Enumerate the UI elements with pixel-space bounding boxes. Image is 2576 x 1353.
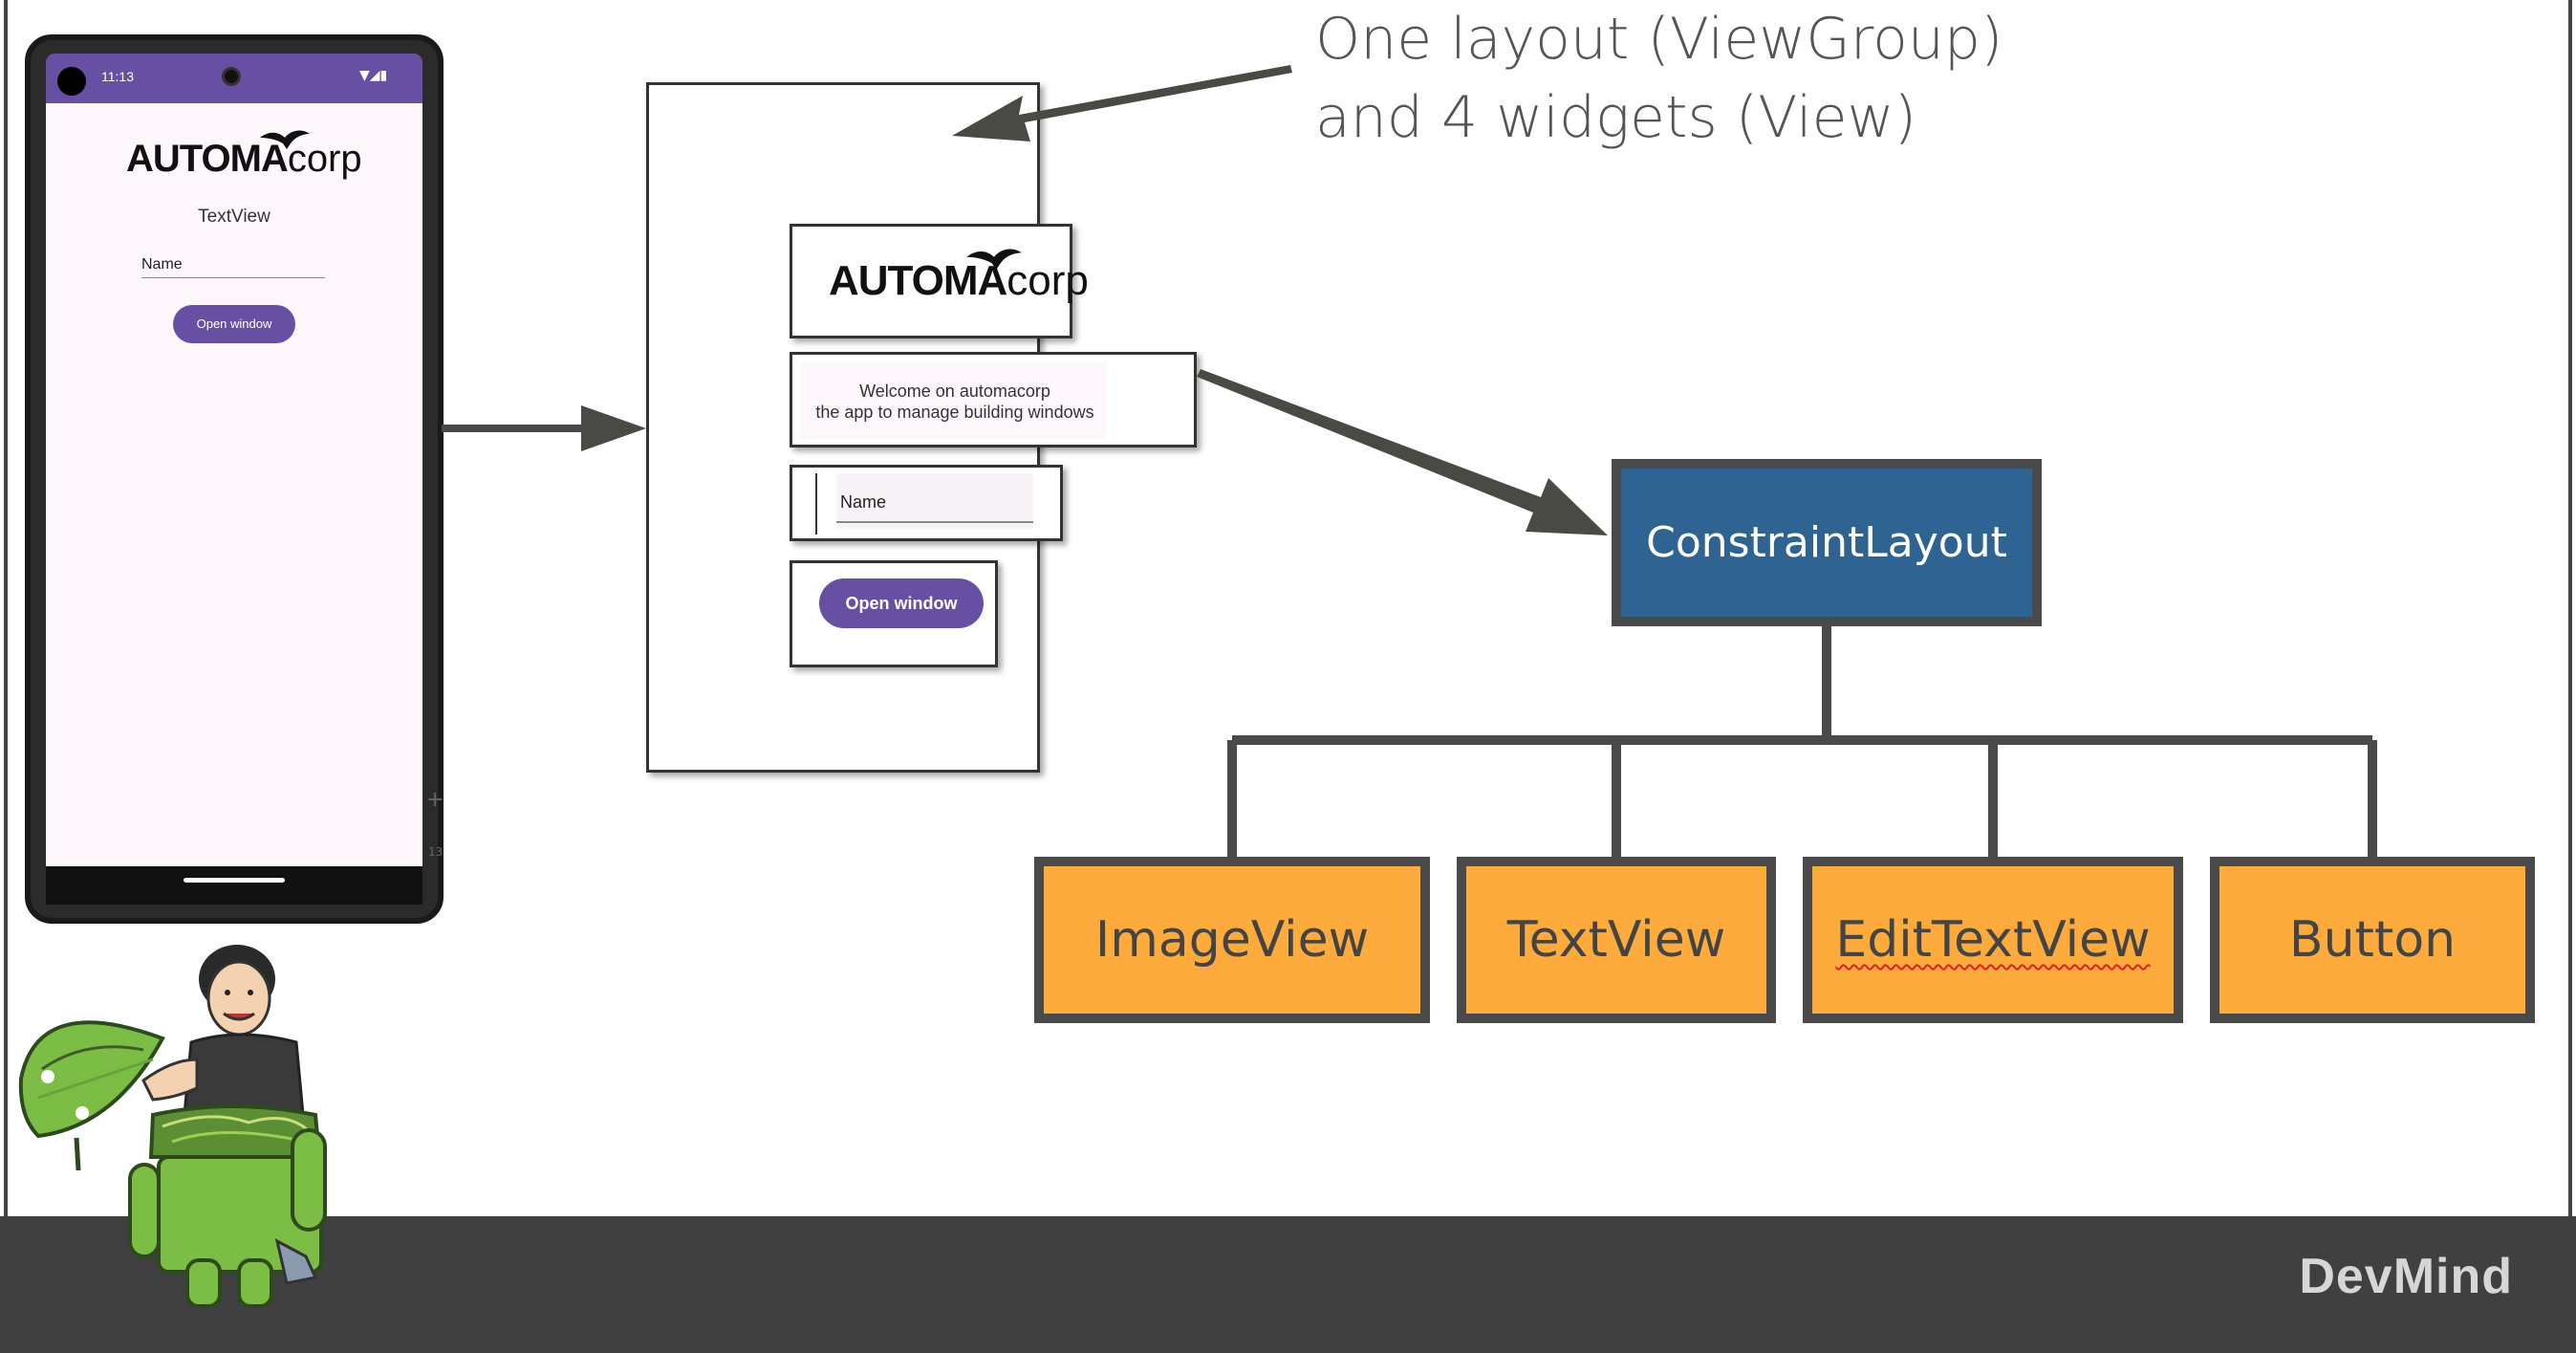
- textview-node: TextView: [1457, 857, 1776, 1023]
- camera-icon: [222, 67, 241, 86]
- slide-frame: [4, 0, 2572, 1353]
- title-to-layout-arrow: [952, 65, 1292, 142]
- welcome-line-2: the app to manage building windows: [815, 403, 1094, 422]
- edittextview-label: EditTextView: [1835, 911, 2151, 969]
- button-widget: Open window: [790, 560, 998, 667]
- textview-to-tree-arrow: [1197, 369, 1608, 535]
- camera-punch-hole: [57, 67, 86, 96]
- imageview-label: ImageView: [1094, 911, 1370, 969]
- widget-open-window-button[interactable]: Open window: [819, 578, 984, 628]
- bird-icon: [260, 130, 310, 149]
- widget-logo-light: corp: [1007, 257, 1089, 304]
- side-number: 13: [428, 845, 444, 859]
- edittext-widget: Name: [790, 465, 1063, 541]
- name-input[interactable]: Name: [141, 256, 325, 278]
- widget-logo: AUTOMAcorp: [829, 257, 1089, 305]
- footer-bar: [0, 1216, 2576, 1353]
- imageview-node: ImageView: [1034, 857, 1430, 1023]
- open-window-button[interactable]: Open window: [173, 305, 295, 343]
- constraintlayout-node: ConstraintLayout: [1612, 459, 2042, 626]
- status-bar: 11:13 ▼◢▮: [46, 54, 422, 103]
- logo-light-text: corp: [287, 138, 362, 180]
- devmind-brand-logo: DevMind: [2299, 1249, 2513, 1304]
- button-node-label: Button: [2288, 911, 2457, 969]
- title-line-2: and 4 widgets (View): [1315, 84, 1917, 151]
- app-logo: AUTOMAcorp: [126, 138, 362, 181]
- phone-navigation-bar: [46, 866, 422, 905]
- phone-to-layout-arrow: [442, 405, 646, 451]
- text-cursor: [815, 473, 817, 535]
- widget-logo-strong: AUTOMA: [829, 257, 1007, 304]
- status-icons: ▼◢▮: [359, 68, 388, 83]
- edittext-underline: [836, 521, 1033, 523]
- textview-widget: Welcome on automacorp the app to manage …: [790, 352, 1197, 447]
- button-node: Button: [2210, 857, 2535, 1023]
- side-plus-icon: +: [426, 788, 444, 812]
- edittext-hint: Name: [840, 492, 887, 512]
- textview-label: TextView: [198, 207, 271, 227]
- status-time: 11:13: [101, 69, 134, 84]
- home-gesture-pill[interactable]: [184, 878, 285, 883]
- slide-title: One layout (ViewGroup) and 4 widgets (Vi…: [1315, 0, 2002, 157]
- welcome-line-1: Welcome on automacorp: [859, 382, 1050, 401]
- imageview-widget: AUTOMAcorp: [790, 224, 1089, 338]
- constraintlayout-label: ConstraintLayout: [1646, 518, 2007, 567]
- widget-bird-icon: [966, 249, 1022, 271]
- title-line-1: One layout (ViewGroup): [1315, 6, 2003, 73]
- logo-strong-text: AUTOMA: [126, 138, 289, 180]
- phone-screen: 11:13 ▼◢▮ AUTOMAcorp TextView Name Open …: [46, 54, 422, 866]
- edittextview-node: EditTextView: [1803, 857, 2183, 1023]
- textview-node-label: TextView: [1506, 911, 1726, 969]
- android-mascot-illustration: [18, 945, 327, 1308]
- textview-background: [800, 362, 1106, 439]
- edittext-field[interactable]: Name: [836, 473, 1033, 529]
